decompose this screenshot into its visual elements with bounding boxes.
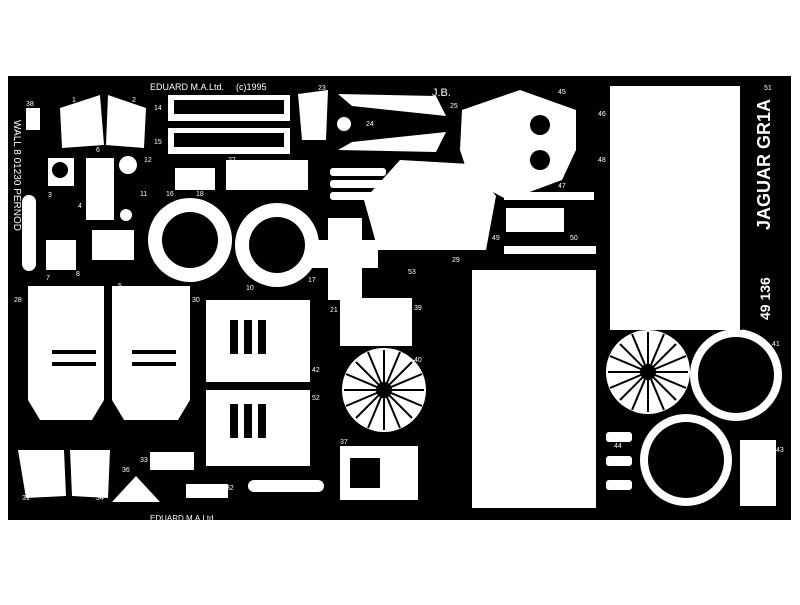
part-26 <box>337 117 351 131</box>
part-51-right <box>610 86 742 330</box>
part-label: 30 <box>192 297 200 304</box>
part-label: 23 <box>318 85 326 92</box>
part-label: 18 <box>196 191 204 198</box>
part-45 <box>740 440 776 506</box>
part-label: 3 <box>48 192 52 199</box>
part-12 <box>119 156 137 174</box>
part-label: 22 <box>228 157 236 164</box>
part-label: 39 <box>414 305 422 312</box>
part-27a <box>330 168 386 176</box>
part-label: 12 <box>144 157 152 164</box>
part-39 <box>340 298 412 346</box>
part-label: 8 <box>76 271 80 278</box>
part-label: 50 <box>570 235 578 242</box>
part-label: 17 <box>308 277 316 284</box>
part-49 <box>504 246 596 254</box>
part-label: 53 <box>408 269 416 276</box>
part-34 <box>70 450 110 498</box>
part-23 <box>298 90 328 140</box>
part-label: 21 <box>330 307 338 314</box>
part-27b <box>330 180 386 188</box>
part-label: 6 <box>96 147 100 154</box>
part-21 <box>312 218 378 300</box>
part-label: 4 <box>78 203 82 210</box>
part-28 <box>364 160 496 250</box>
part-1 <box>60 95 104 148</box>
part-label: 11 <box>140 191 147 198</box>
part-label: 36 <box>122 467 130 474</box>
part-32 <box>186 484 228 498</box>
part-label: 38 <box>26 101 34 108</box>
part-50 <box>506 208 564 232</box>
part-label: 46 <box>598 111 606 118</box>
part-label: 5 <box>118 283 122 290</box>
part-9 <box>46 240 76 270</box>
part-22 <box>226 160 308 190</box>
part-label: 34 <box>96 495 104 502</box>
part-44a <box>606 432 632 442</box>
part-number-labels: 1 2 3 4 5 6 7 8 10 11 12 14 15 16 17 18 … <box>14 85 784 502</box>
part-33 <box>150 452 194 470</box>
part-label: 15 <box>154 139 162 146</box>
part-label: 32 <box>226 485 234 492</box>
part-24 <box>338 132 446 152</box>
copyright-label: (c)1995 <box>236 82 267 92</box>
part-seat <box>460 90 576 200</box>
part-label: 7 <box>46 275 50 282</box>
part-label: 27 <box>390 175 398 182</box>
part-label: 1 <box>72 97 76 104</box>
part-label: 52 <box>312 395 320 402</box>
footer-maker-label: EDUARD M.A.Ltd. <box>150 514 216 523</box>
part-label: 29 <box>452 257 460 264</box>
part-label: 14 <box>154 105 162 112</box>
part-51-left <box>472 270 596 508</box>
part-10 <box>92 230 134 260</box>
part-31 <box>18 450 66 498</box>
part-label: 49 <box>492 235 500 242</box>
part-label: 33 <box>140 457 148 464</box>
part-2 <box>106 95 146 148</box>
part-16 <box>175 168 215 190</box>
part-38 <box>26 108 40 130</box>
part-25 <box>338 94 446 116</box>
part-label: 42 <box>312 367 320 374</box>
part-44c <box>606 480 632 490</box>
part-label: 28 <box>14 297 22 304</box>
part-47 <box>504 192 594 200</box>
part-37-rod <box>248 480 324 492</box>
part-label: 37 <box>340 439 348 446</box>
part-label: 43 <box>776 447 784 454</box>
part-capsule <box>22 195 36 271</box>
part-label: 31 <box>22 495 30 502</box>
part-label: 10 <box>246 285 254 292</box>
part-6 <box>86 158 114 220</box>
part-44b <box>606 456 632 466</box>
initials-label: J.B. <box>432 87 451 99</box>
part-label: 24 <box>366 121 374 128</box>
part-36 <box>112 476 160 502</box>
part-label: 48 <box>598 157 606 164</box>
fret-title: JAGUAR GR1A <box>754 99 774 230</box>
part-label: 25 <box>450 103 458 110</box>
fret-number: 49 136 <box>757 277 773 320</box>
part-label: 41 <box>772 341 780 348</box>
part-label: 51 <box>764 85 772 92</box>
part-label: 45 <box>558 89 566 96</box>
part-label: 16 <box>166 191 174 198</box>
part-label: 2 <box>132 97 136 104</box>
part-13 <box>120 209 132 221</box>
maker-label: EDUARD M.A.Ltd. <box>150 82 224 92</box>
part-label: 40 <box>414 357 422 364</box>
part-label: 47 <box>558 183 566 190</box>
scale-label: WALL 8 01230 PERNOD <box>11 120 22 231</box>
part-label: 44 <box>614 443 622 450</box>
